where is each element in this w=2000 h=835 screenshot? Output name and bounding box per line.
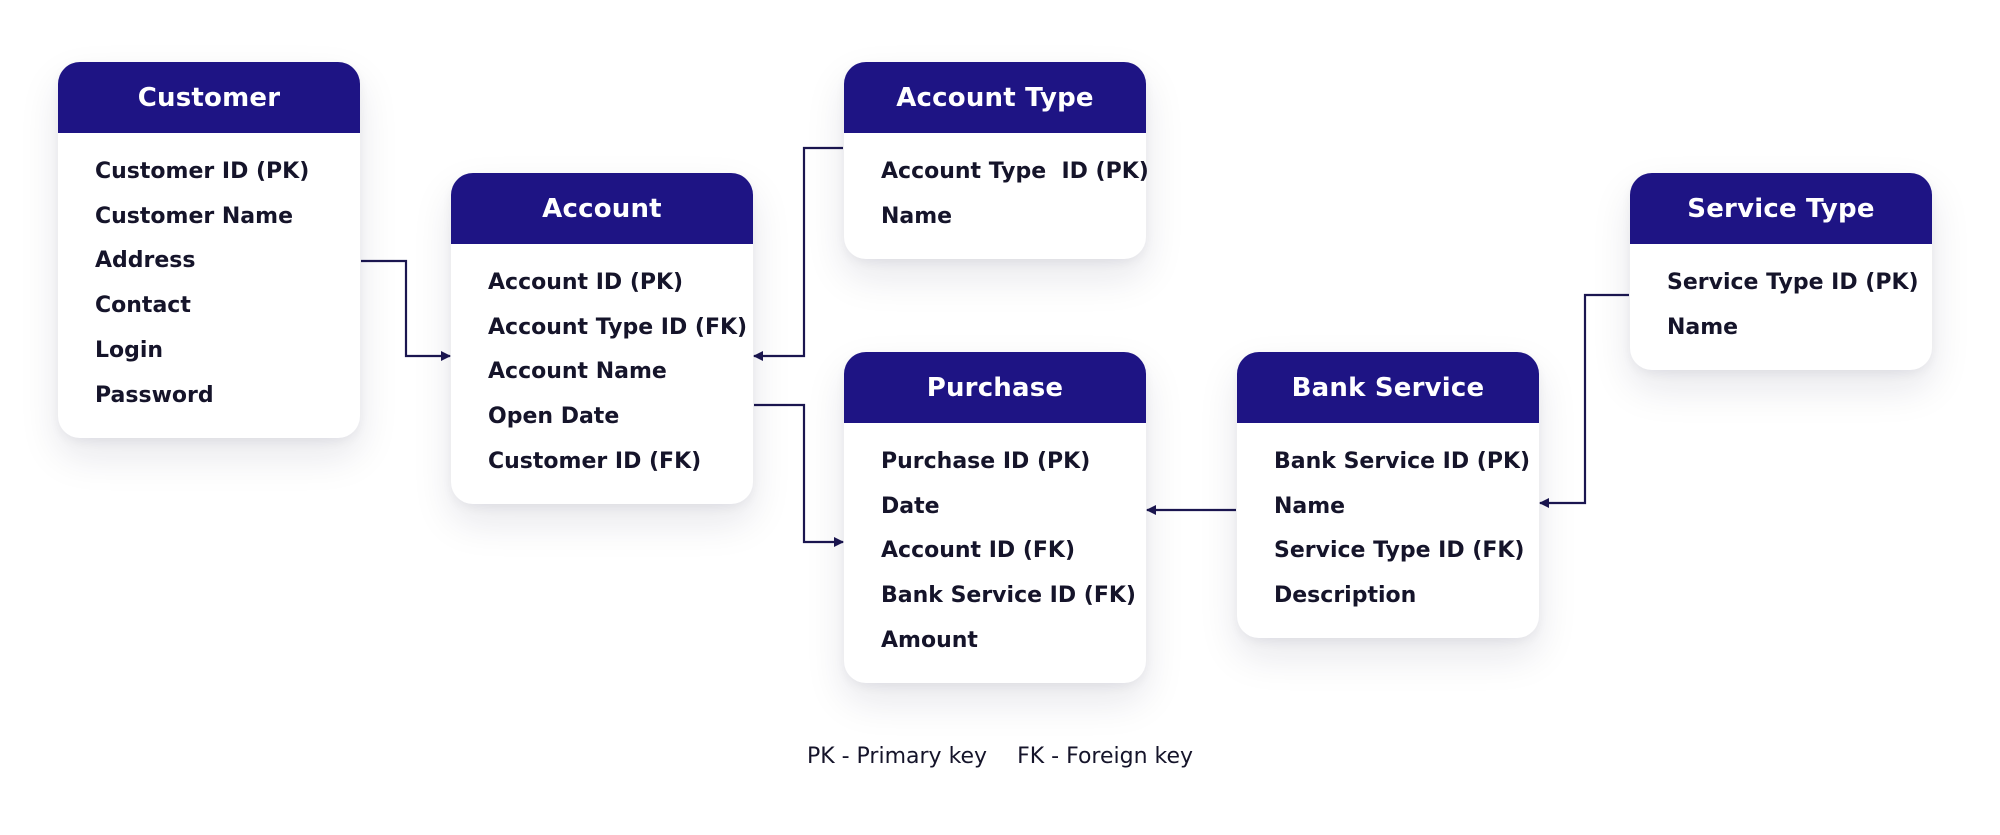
field-bank-service-id: Bank Service ID (PK) (1274, 448, 1531, 474)
field-account-type-id: Account Type ID (FK) (488, 314, 748, 340)
entity-bank-service-title: Bank Service (1237, 352, 1539, 423)
field-customer-id-fk: Customer ID (FK) (488, 449, 702, 475)
field-date: Date (881, 493, 940, 519)
field-account-type-pk: Account Type ID (PK) (881, 158, 1149, 184)
field-purchase-id: Purchase ID (PK) (881, 448, 1091, 474)
field-address: Address (95, 248, 196, 274)
entity-account-type-fields: Account Type ID (PK) Name (844, 133, 1149, 259)
field-account-id: Account ID (PK) (488, 269, 684, 295)
field-open-date: Open Date (488, 404, 620, 430)
field-bank-service-id-fk: Bank Service ID (FK) (881, 583, 1136, 609)
field-contact: Contact (95, 293, 191, 319)
field-service-type-pk: Service Type ID (PK) (1667, 269, 1919, 295)
connector-account-type-to-account (753, 146, 843, 361)
entity-service-type: Service Type Service Type ID (PK) Name (1630, 173, 1932, 370)
field-service-type-id-fk: Service Type ID (FK) (1274, 538, 1525, 564)
connector-account-to-purchase (754, 403, 844, 547)
entity-account-title: Account (451, 173, 753, 244)
entity-purchase: Purchase Purchase ID (PK) Date Account I… (844, 352, 1146, 683)
entity-customer: Customer Customer ID (PK) Customer Name … (58, 62, 360, 438)
entity-account-type-title: Account Type (844, 62, 1146, 133)
entity-account-type: Account Type Account Type ID (PK) Name (844, 62, 1149, 259)
legend-fk: FK - Foreign key (1017, 744, 1194, 769)
field-bank-service-name: Name (1274, 493, 1346, 519)
entity-bank-service: Bank Service Bank Service ID (PK) Name S… (1237, 352, 1539, 639)
entity-service-type-title: Service Type (1630, 173, 1932, 244)
field-service-type-name: Name (1667, 314, 1739, 340)
field-account-type-name: Name (881, 203, 953, 229)
field-login: Login (95, 338, 164, 364)
entity-account-fields: Account ID (PK) Account Type ID (FK) Acc… (451, 244, 753, 504)
entity-service-type-fields: Service Type ID (PK) Name (1630, 244, 1932, 370)
field-account-id-fk: Account ID (FK) (881, 538, 1076, 564)
entity-customer-title: Customer (58, 62, 360, 133)
field-customer-name: Customer Name (95, 203, 293, 229)
connector-service-type-to-bank-service (1539, 293, 1629, 508)
entity-purchase-title: Purchase (844, 352, 1146, 423)
legend-pk: PK - Primary key (806, 744, 988, 769)
field-customer-id: Customer ID (PK) (95, 158, 310, 184)
entity-purchase-fields: Purchase ID (PK) Date Account ID (FK) Ba… (844, 423, 1146, 683)
field-account-name: Account Name (488, 359, 667, 385)
entity-bank-service-fields: Bank Service ID (PK) Name Service Type I… (1237, 423, 1539, 638)
entity-account: Account Account ID (PK) Account Type ID … (451, 173, 753, 504)
entity-customer-fields: Customer ID (PK) Customer Name Address C… (58, 133, 360, 438)
field-amount: Amount (881, 628, 978, 654)
connector-customer-to-account (361, 259, 451, 361)
field-password: Password (95, 382, 214, 408)
legend: PK - Primary key FK - Foreign key (0, 744, 2000, 769)
field-description: Description (1274, 583, 1417, 609)
